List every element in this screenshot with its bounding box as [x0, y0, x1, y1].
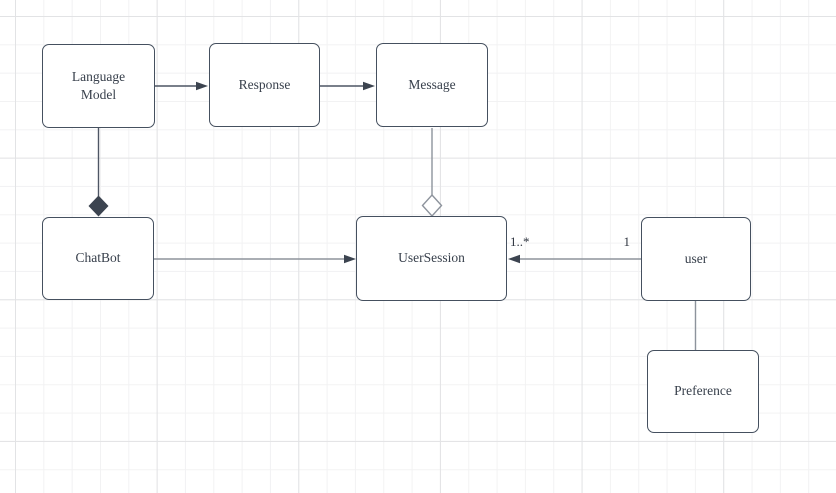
- node-message[interactable]: Message: [376, 43, 488, 127]
- edge-message-usersession-aggregation[interactable]: [421, 128, 443, 218]
- edge-languagemodel-chatbot-composition[interactable]: [88, 128, 109, 217]
- edge-response-message[interactable]: [320, 81, 375, 91]
- edge-languagemodel-response[interactable]: [155, 81, 208, 91]
- multiplicity-label-user[interactable]: 1: [623, 234, 631, 249]
- node-label: Preference: [674, 383, 732, 399]
- arrowhead-right-icon[interactable]: [344, 254, 356, 264]
- node-label: user: [684, 250, 708, 266]
- node-response[interactable]: Response: [209, 43, 320, 127]
- edge-chatbot-usersession[interactable]: [154, 254, 356, 264]
- open-diamond-icon[interactable]: [421, 193, 443, 218]
- arrowhead-right-icon[interactable]: [196, 81, 208, 91]
- multiplicity-label-usersession[interactable]: 1..*: [510, 234, 530, 249]
- node-language-model[interactable]: Language Model: [42, 44, 155, 128]
- node-label: Message: [408, 76, 456, 92]
- filled-diamond-icon[interactable]: [88, 195, 109, 217]
- node-label: Response: [238, 76, 291, 92]
- node-label: Language Model: [71, 68, 126, 102]
- node-user[interactable]: user: [641, 217, 751, 301]
- node-chatbot[interactable]: ChatBot: [42, 217, 154, 300]
- node-preference[interactable]: Preference: [647, 350, 759, 433]
- edge-user-usersession[interactable]: [508, 254, 641, 264]
- node-label: UserSession: [398, 250, 465, 266]
- arrowhead-right-icon[interactable]: [363, 81, 375, 91]
- node-label: ChatBot: [75, 250, 121, 266]
- node-usersession[interactable]: UserSession: [356, 216, 507, 301]
- arrowhead-left-icon[interactable]: [508, 254, 520, 264]
